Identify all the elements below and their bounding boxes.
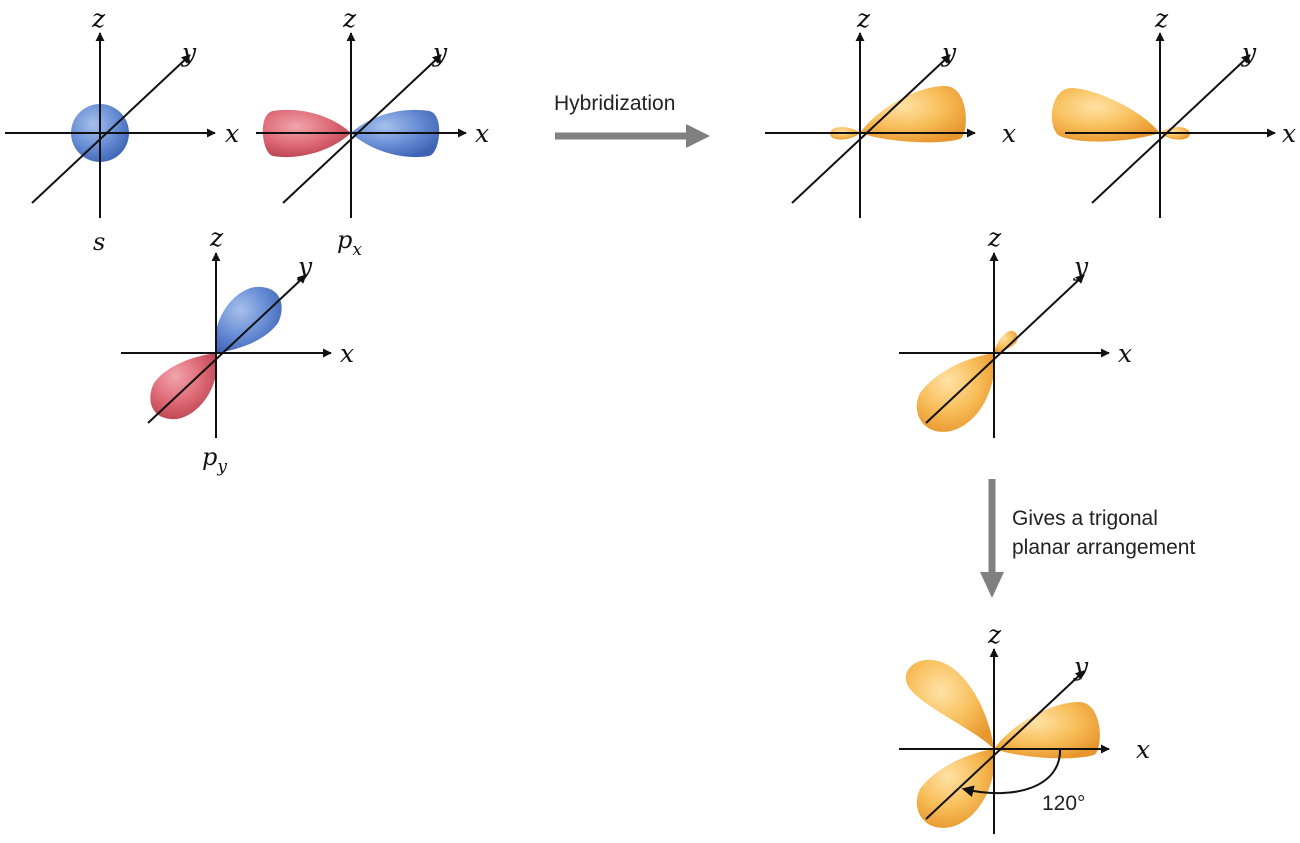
y-axis-label: y	[1073, 252, 1089, 281]
py-orbital-panel: x y z py	[121, 223, 354, 477]
hybrid-lobe-right	[994, 701, 1100, 759]
sp2-hybrid-orbital-1: x y z	[765, 4, 1016, 218]
hybridization-arrow	[555, 124, 710, 148]
py-positive-lobe	[214, 286, 282, 353]
y-axis-label: y	[432, 38, 448, 67]
x-axis-label: x	[1118, 339, 1132, 368]
sp2-hybrid-orbital-3: x y z	[899, 223, 1132, 438]
z-axis-label: z	[91, 4, 106, 33]
px-orbital-label: px	[337, 226, 362, 260]
angle-arc	[961, 747, 1062, 798]
x-axis-label: x	[1002, 119, 1016, 148]
y-axis-label: y	[181, 38, 197, 67]
z-axis-label: z	[987, 223, 1002, 252]
y-axis-label: y	[1241, 38, 1257, 67]
y-axis-label: y	[297, 252, 313, 281]
hybridization-label: Hybridization	[554, 92, 675, 115]
sp2-hybrid-orbital-2: x y z	[1051, 4, 1296, 218]
result-label-line1: Gives a trigonal	[1012, 507, 1158, 530]
z-axis-label: z	[987, 620, 1002, 649]
z-axis-label: z	[342, 4, 357, 33]
s-orbital-label: s	[93, 228, 105, 256]
trigonal-planar-arrangement: x y z 120°	[899, 620, 1150, 834]
trigonal-result-arrow	[980, 479, 1004, 598]
result-label-line2: planar arrangement	[1012, 536, 1195, 559]
z-axis-label: z	[209, 223, 224, 252]
py-negative-lobe	[150, 353, 218, 420]
x-axis-label: x	[475, 119, 489, 148]
x-axis-label: x	[1136, 735, 1150, 764]
z-axis-label: z	[1154, 4, 1169, 33]
z-axis-label: z	[856, 4, 871, 33]
x-axis-label: x	[1282, 119, 1296, 148]
y-axis-label: y	[1073, 652, 1089, 681]
hybrid-large-lobe	[860, 85, 966, 143]
hybrid-lobe-upper-left	[905, 659, 994, 749]
angle-label: 120°	[1042, 792, 1085, 815]
hybrid-small-lobe	[994, 330, 1018, 353]
py-orbital-label: py	[202, 443, 227, 477]
hybrid-large-lobe	[1051, 88, 1160, 142]
y-axis-label: y	[941, 38, 957, 67]
s-orbital-panel: x y z s	[5, 4, 239, 256]
x-axis-label: x	[225, 119, 239, 148]
px-orbital-panel: x y z px	[256, 4, 489, 260]
x-axis-label: x	[340, 339, 354, 368]
